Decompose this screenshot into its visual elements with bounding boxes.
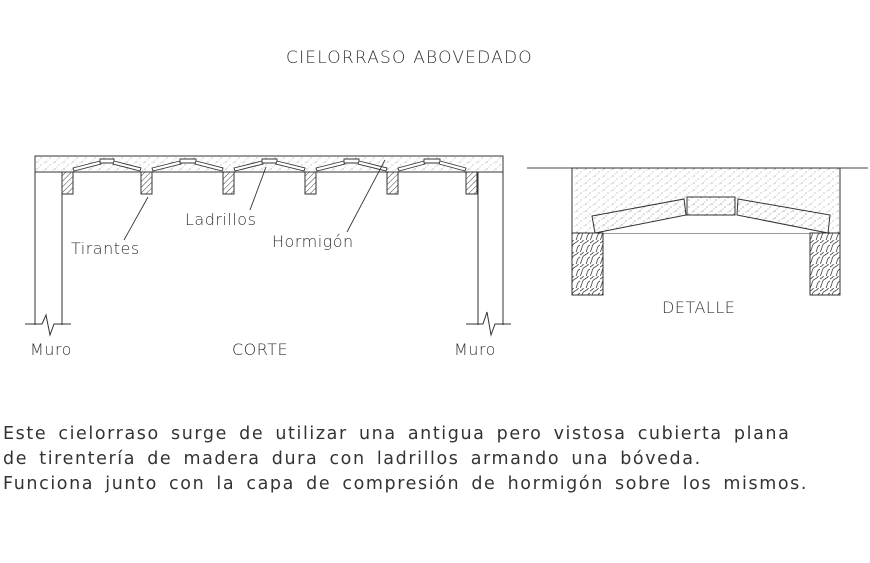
detail-wood-left bbox=[571, 232, 604, 296]
label-muro-left: Muro bbox=[30, 340, 72, 359]
label-tirantes: Tirantes bbox=[71, 239, 140, 258]
description-line-1: Este cielorraso surge de utilizar una an… bbox=[3, 424, 791, 444]
description-paragraph: Este cielorraso surge de utilizar una an… bbox=[3, 422, 808, 497]
leader-lines bbox=[123, 159, 386, 241]
label-muro-right: Muro bbox=[454, 340, 496, 359]
detail-wood-right bbox=[809, 232, 841, 296]
concrete-slab bbox=[34, 155, 504, 173]
label-ladrillos: Ladrillos bbox=[185, 210, 257, 229]
caption-corte: CORTE bbox=[232, 340, 289, 359]
joists bbox=[61, 171, 478, 195]
label-hormigon: Hormigón bbox=[272, 232, 354, 251]
description-line-3: Funciona junto con la capa de compresión… bbox=[3, 474, 809, 494]
wall-break-left bbox=[25, 313, 71, 337]
detail-brick-left bbox=[591, 198, 687, 234]
caption-detalle: DETALLE bbox=[662, 298, 736, 317]
description-line-2: de tirentería de madera dura con ladrill… bbox=[3, 449, 702, 469]
vault-bricks bbox=[72, 158, 467, 172]
detail-brick-center bbox=[686, 196, 736, 216]
wall-break-right bbox=[466, 311, 511, 337]
detail-view bbox=[527, 167, 868, 296]
drawing-title: CIELORRASO ABOVEDADO bbox=[286, 48, 533, 68]
